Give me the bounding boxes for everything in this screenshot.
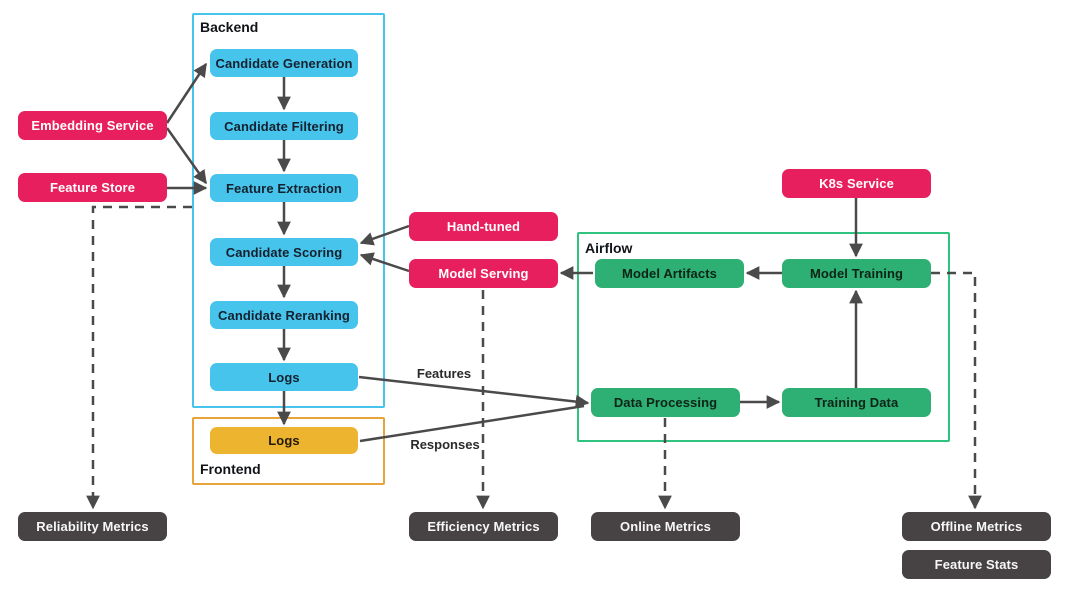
- backend-container-label: Backend: [200, 19, 259, 35]
- airflow-container-label: Airflow: [585, 240, 633, 256]
- node-feature-extraction: Feature Extraction: [210, 174, 358, 202]
- node-feature-store: Feature Store: [18, 173, 167, 202]
- edge-backend-to-reliability-metrics: [86, 205, 192, 510]
- node-logs-backend: Logs: [210, 363, 358, 391]
- node-candidate-scoring: Candidate Scoring: [210, 238, 358, 266]
- node-model-serving: Model Serving: [409, 259, 558, 288]
- edge-responses: [359, 404, 585, 443]
- node-efficiency-metrics: Efficiency Metrics: [409, 512, 558, 541]
- node-candidate-reranking: Candidate Reranking: [210, 301, 358, 329]
- node-model-training: Model Training: [782, 259, 931, 288]
- node-reliability-metrics: Reliability Metrics: [18, 512, 167, 541]
- node-model-artifacts: Model Artifacts: [595, 259, 744, 288]
- node-embedding-service: Embedding Service: [18, 111, 167, 140]
- edge-features: [358, 375, 590, 409]
- node-training-data: Training Data: [782, 388, 931, 417]
- node-k8s-service: K8s Service: [782, 169, 931, 198]
- edge-label-responses: Responses: [410, 437, 480, 452]
- node-candidate-filtering: Candidate Filtering: [210, 112, 358, 140]
- node-logs-frontend: Logs: [210, 427, 358, 454]
- node-candidate-generation: Candidate Generation: [210, 49, 358, 77]
- node-offline-metrics: Offline Metrics: [902, 512, 1051, 541]
- node-hand-tuned: Hand-tuned: [409, 212, 558, 241]
- node-data-processing: Data Processing: [591, 388, 740, 417]
- edge-label-features: Features: [416, 366, 472, 381]
- node-feature-stats: Feature Stats: [902, 550, 1051, 579]
- node-online-metrics: Online Metrics: [591, 512, 740, 541]
- frontend-container-label: Frontend: [200, 461, 261, 477]
- backend-container: [192, 13, 385, 408]
